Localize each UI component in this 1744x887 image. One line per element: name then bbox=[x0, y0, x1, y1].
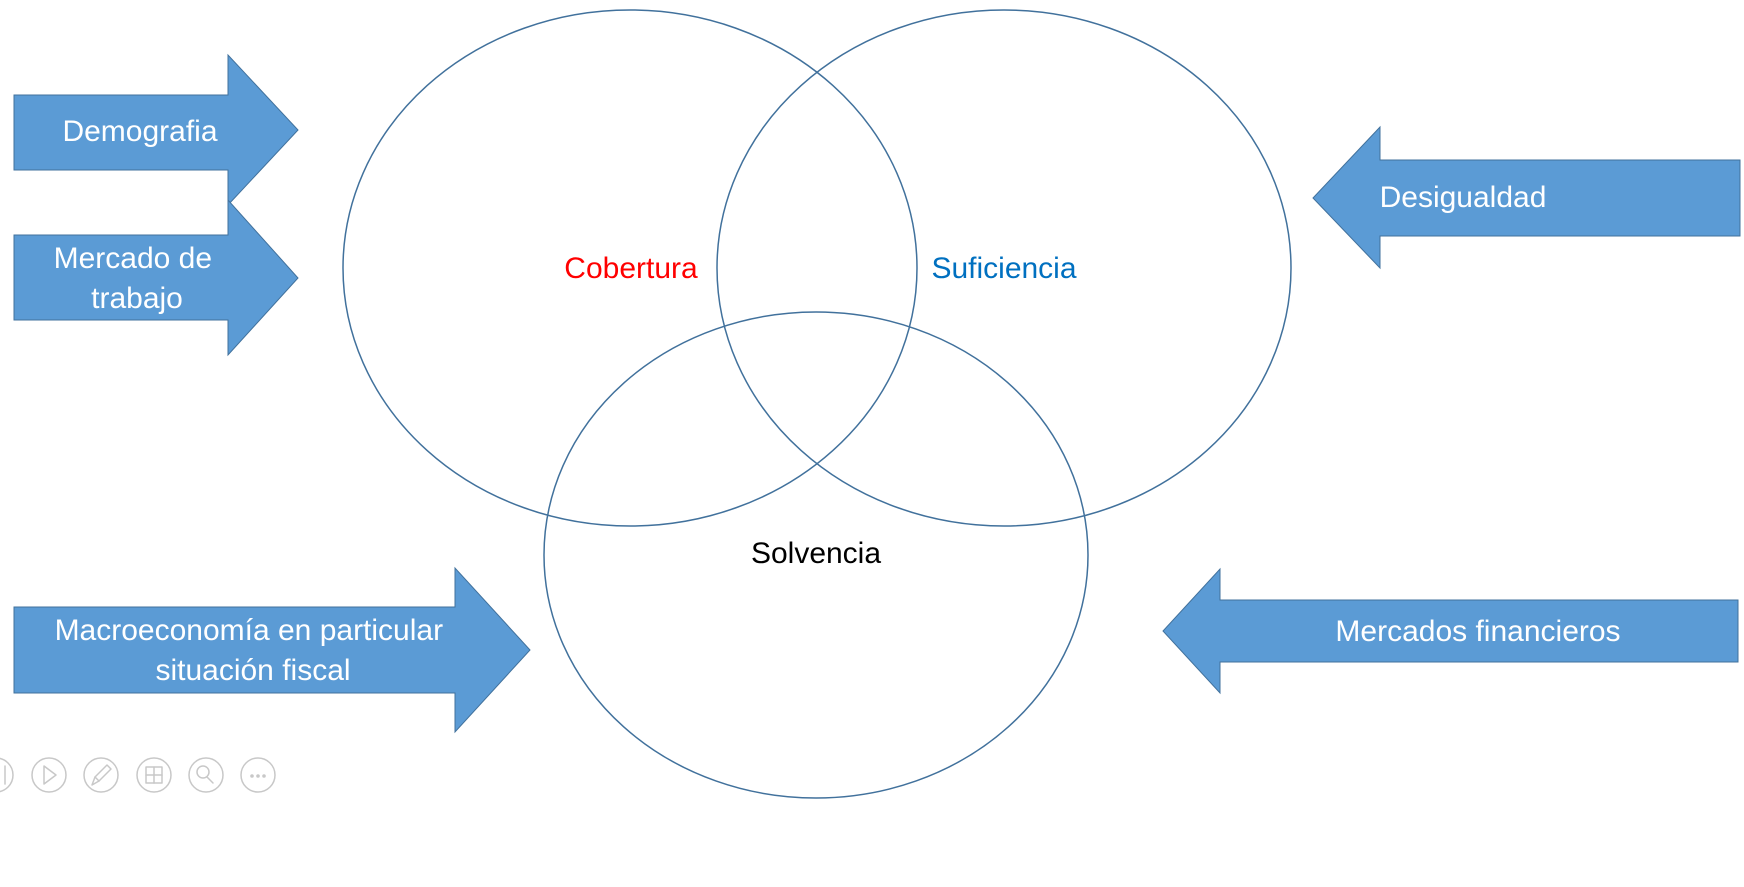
arrow-mercado-trabajo-line1: Mercado de bbox=[54, 242, 212, 275]
arrow-desigualdad-shape bbox=[1312, 125, 1741, 270]
arrow-mercados-financieros-shape bbox=[1162, 567, 1739, 695]
arrow-macroeconomia-text: Macroeconomía en particular situación fi… bbox=[55, 614, 452, 687]
arrow-demografia-text: Demografia bbox=[62, 115, 217, 148]
arrow-desigualdad: Desigualdad bbox=[1312, 125, 1741, 270]
zoom-icon[interactable] bbox=[188, 757, 224, 793]
circle-cobertura bbox=[342, 9, 918, 527]
arrow-macroeconomia: Macroeconomía en particular situación fi… bbox=[13, 566, 531, 734]
arrow-macroeconomia-shape bbox=[13, 566, 531, 734]
slides-icon[interactable] bbox=[136, 757, 172, 793]
arrow-mercado-trabajo-line2: trabajo bbox=[91, 282, 183, 315]
label-suficiencia: Suficiencia bbox=[931, 252, 1076, 285]
arrow-macroeconomia-line2: situación fiscal bbox=[155, 654, 350, 687]
arrow-macroeconomia-line1: Macroeconomía en particular bbox=[55, 614, 444, 647]
circle-suficiencia bbox=[716, 9, 1292, 527]
arrow-desigualdad-line1: Desigualdad bbox=[1380, 181, 1547, 214]
slideshow-toolbar bbox=[0, 757, 276, 793]
arrow-mercado-trabajo-shape bbox=[13, 198, 299, 357]
label-cobertura: Cobertura bbox=[564, 252, 698, 285]
arrow-demografia: Demografia bbox=[13, 53, 299, 207]
arrow-demografia-shape bbox=[13, 53, 299, 207]
more-icon[interactable] bbox=[240, 757, 276, 793]
arrow-mercados-financieros: Mercados financieros bbox=[1162, 567, 1739, 695]
pen-icon[interactable] bbox=[83, 757, 119, 793]
play-icon[interactable] bbox=[31, 757, 67, 793]
label-solvencia: Solvencia bbox=[751, 537, 881, 570]
arrow-demografia-line1: Demografia bbox=[62, 115, 217, 148]
arrow-mercados-financieros-line1: Mercados financieros bbox=[1335, 615, 1620, 648]
arrow-mercados-financieros-text: Mercados financieros bbox=[1335, 615, 1620, 648]
previous-icon[interactable] bbox=[0, 757, 14, 793]
arrow-mercado-trabajo-text: Mercado de trabajo bbox=[54, 242, 221, 315]
arrow-desigualdad-text: Desigualdad bbox=[1380, 181, 1547, 214]
circle-solvencia bbox=[543, 311, 1089, 799]
arrow-mercado-trabajo: Mercado de trabajo bbox=[13, 198, 299, 357]
